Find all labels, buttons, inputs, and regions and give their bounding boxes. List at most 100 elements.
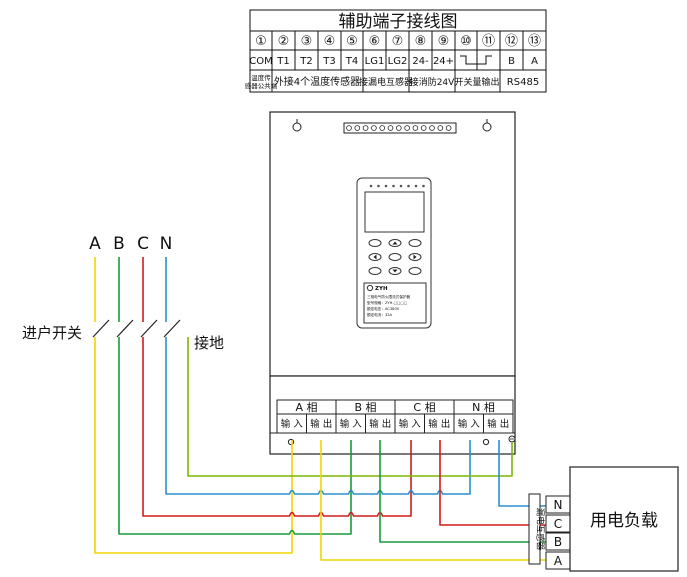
phase-group-label: N 相 (472, 401, 495, 414)
terminal-pin-icon (429, 125, 435, 131)
plate-line: 型号规格：ZYH-□□□□ (367, 300, 407, 305)
indicator-led-icon (392, 184, 395, 188)
terminal-label: T1 (276, 56, 289, 67)
load-label: 用电负载 (590, 511, 658, 531)
key-button[interactable] (368, 239, 382, 247)
ground-label: 接地 (194, 334, 224, 352)
terminal-label: 24- (412, 56, 429, 67)
relay-contact-icon (460, 55, 492, 65)
indicator-leds (369, 184, 425, 188)
desc-fire: 接消防24V (410, 76, 455, 88)
phase-label-n: N (160, 234, 173, 254)
load-wire-c (439, 440, 560, 526)
terminal-number: ② (278, 34, 290, 49)
terminal-pin-icon (445, 125, 452, 131)
phase-label-b: B (113, 234, 125, 254)
terminal-pin-icon (346, 125, 352, 131)
phase-group-label: A 相 (295, 401, 317, 414)
key-button[interactable] (368, 267, 382, 275)
desc-rs485: RS485 (507, 77, 539, 88)
screw-icon (482, 438, 490, 446)
feed-wire-a (94, 337, 293, 554)
terminal-pin-icon (404, 125, 410, 131)
desc-com: 温度传 (251, 73, 271, 82)
leakage-ct-label: 漏电互感器 (535, 508, 546, 551)
terminal-pin-icon (354, 125, 361, 131)
terminal-label: T4 (345, 56, 358, 67)
terminal-pin-icon (379, 125, 386, 131)
incoming-switch-icon (92, 319, 181, 338)
terminal-pin-icon (371, 125, 377, 131)
terminal-number: ③ (301, 34, 313, 49)
output-label: 输 出 (369, 418, 391, 430)
terminal-label: 24+ (433, 56, 454, 67)
output-label: 输 出 (487, 418, 509, 430)
terminal-number: ⑩ (460, 34, 472, 49)
terminal-number: ⑦ (392, 34, 404, 49)
terminal-number: ⑧ (415, 34, 427, 49)
load-box (569, 466, 679, 572)
terminal-label: COM (249, 56, 272, 67)
terminal-pin-icon (420, 125, 427, 131)
terminal-number: ⑤ (346, 34, 358, 49)
terminal-pin-icon (362, 125, 369, 131)
ok-key-button[interactable] (388, 253, 402, 261)
terminal-label: B (508, 56, 515, 67)
terminal-number: ⑬ (528, 34, 541, 49)
load-terminal-label: A (554, 554, 563, 568)
plate-line: 额定电压：AC380V (367, 306, 400, 311)
terminal-pin-icon (437, 125, 444, 131)
key-button[interactable] (408, 267, 422, 275)
terminal-number: ④ (324, 34, 336, 49)
terminal-number: ⑫ (505, 34, 518, 49)
terminal-number: ⑥ (369, 34, 381, 49)
incoming-switch-label: 进户开关 (22, 324, 82, 342)
terminal-number: ⑪ (482, 34, 495, 49)
key-button[interactable] (408, 239, 422, 247)
brand-logo-icon (366, 284, 374, 292)
indicator-led-icon (369, 184, 373, 188)
plate-line: 三相电气防火限流式保护器 (367, 294, 411, 299)
terminal-number: ① (255, 34, 267, 49)
svg-text:感器公共端: 感器公共端 (245, 81, 278, 90)
load-terminal-label: B (554, 535, 562, 549)
phase-label-a: A (89, 234, 101, 254)
desc-temp: 外接4个温度传感器 (274, 75, 360, 88)
input-label: 输 入 (399, 418, 422, 430)
name-plate (363, 282, 427, 324)
feed-wire-b (118, 337, 352, 535)
indicator-led-icon (377, 184, 380, 188)
brand-name: ZYH (375, 286, 388, 292)
input-label: 输 入 (458, 418, 481, 430)
input-label: 输 入 (281, 418, 304, 430)
terminal-pin-icon (412, 125, 419, 131)
keypad (368, 239, 422, 275)
desc-switch: 开关量输出 (454, 76, 499, 88)
indicator-led-icon (422, 184, 425, 188)
phase-group-label: C 相 (413, 401, 435, 414)
terminal-label: T3 (322, 56, 335, 67)
feed-wire-n (165, 337, 471, 495)
wiring (94, 257, 560, 561)
protector-device: ZYH 三相电气防火限流式保护器 型号规格：ZYH-□□□□ 额定电压：AC38… (269, 111, 516, 455)
terminal-label: A (531, 56, 538, 67)
terminal-label: T2 (299, 56, 312, 67)
phase-label-c: C (137, 234, 149, 254)
earth-wire (187, 337, 513, 477)
terminal-label: LG1 (365, 56, 385, 67)
load-terminal-label: N (554, 498, 563, 512)
terminal-number: ⑨ (438, 34, 450, 49)
lcd-screen (364, 191, 425, 233)
terminal-label: LG2 (388, 56, 408, 67)
output-label: 输 出 (310, 418, 332, 430)
indicator-led-icon (384, 184, 388, 188)
plate-line: 额定电流：32A (367, 312, 393, 317)
output-label: 输 出 (428, 418, 450, 430)
desc-leak: 接漏电互感器 (359, 76, 413, 88)
indicator-led-icon (399, 184, 403, 188)
